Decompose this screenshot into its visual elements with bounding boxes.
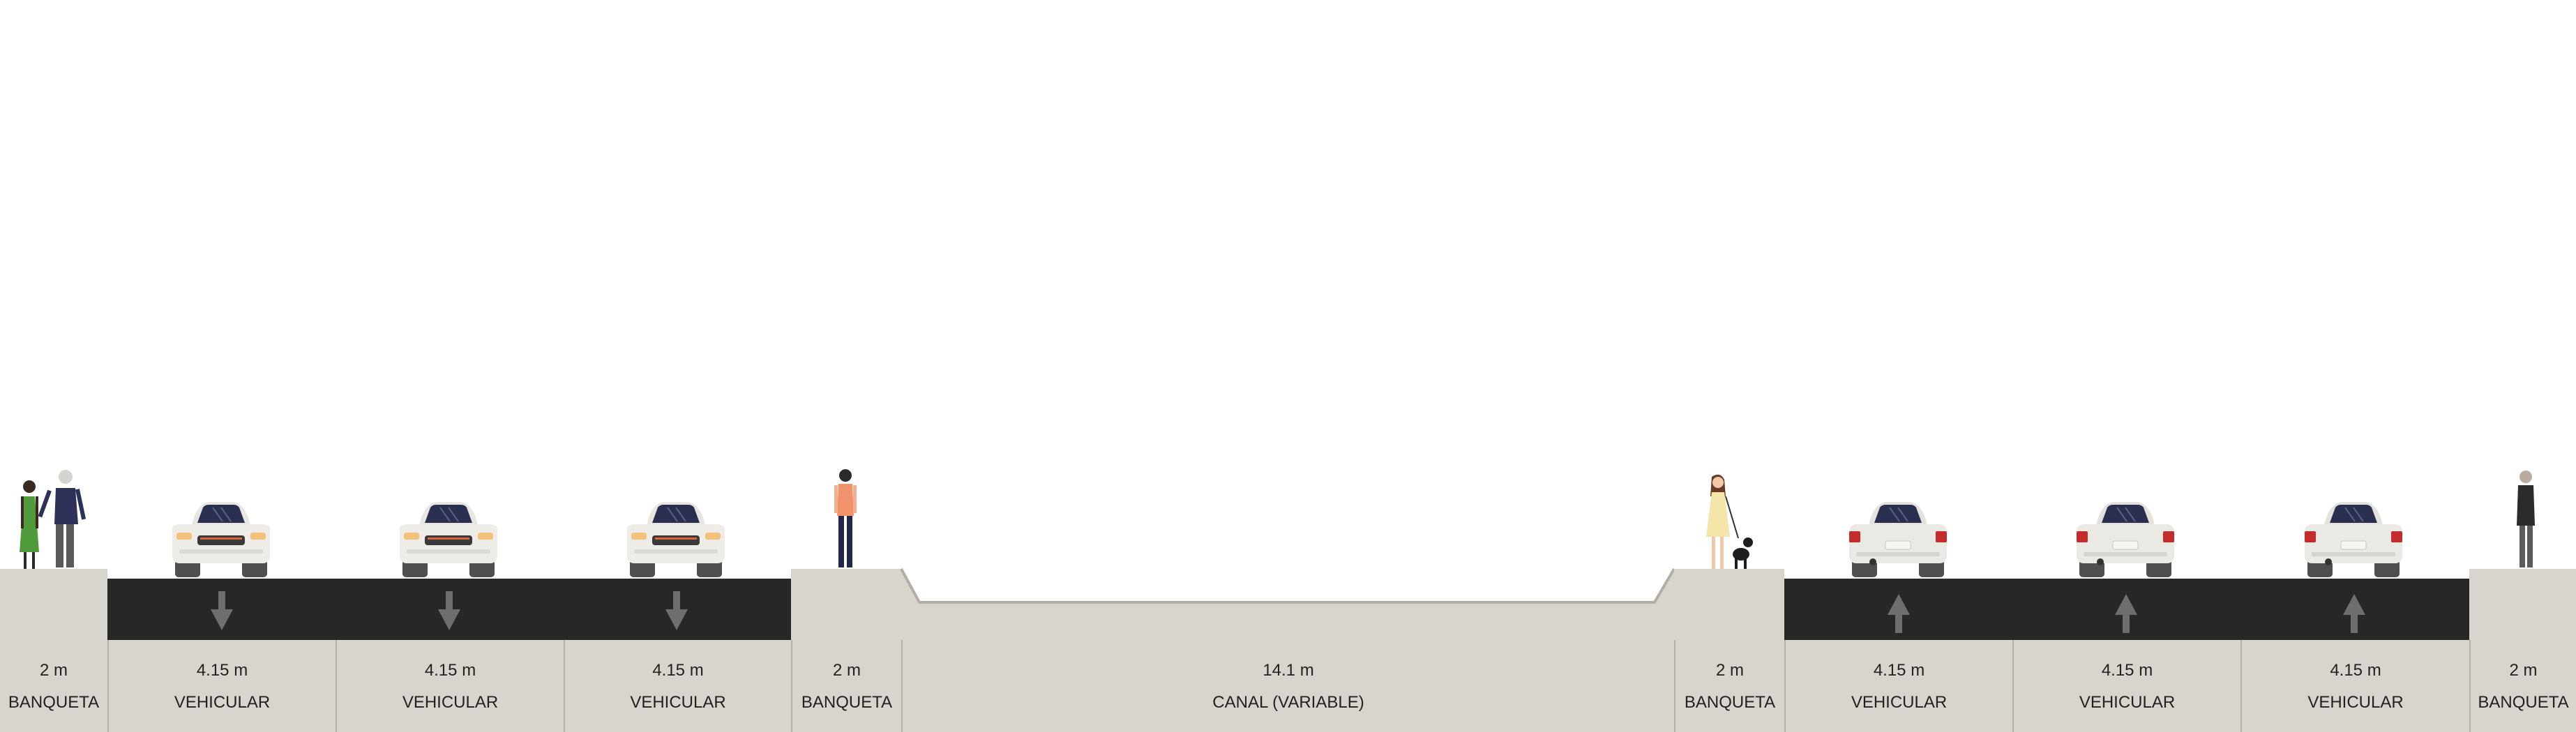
car-front-icon	[399, 501, 498, 578]
canal-surface	[901, 569, 1674, 732]
segment-label-lane-r3: 4.15 m VEHICULAR	[2240, 640, 2469, 732]
segment-name: VEHICULAR	[2079, 693, 2176, 712]
car-rear-icon	[1848, 501, 1948, 578]
pedestrian-dog-walker-icon	[1706, 474, 1739, 569]
segment-width: 14.1 m	[1263, 661, 1314, 680]
segment-name: BANQUETA	[801, 693, 893, 712]
car-front-icon	[626, 501, 725, 578]
pedestrian-elder-icon	[38, 470, 86, 567]
vehicles	[172, 501, 2403, 578]
segment-name: CANAL (VARIABLE)	[1212, 693, 1364, 712]
segment-width: 4.15 m	[652, 661, 704, 680]
pedestrians	[20, 469, 2535, 569]
pedestrian-far-right-icon	[2517, 471, 2535, 567]
sidewalk-median-left-surface	[791, 569, 901, 732]
segment-width: 2 m	[832, 661, 861, 680]
sidewalk-median-right-surface	[1674, 569, 1784, 732]
segment-width: 2 m	[2509, 661, 2538, 680]
segment-label-lane-l3: 4.15 m VEHICULAR	[564, 640, 791, 732]
canal-edge	[900, 567, 1675, 604]
segment-label-canal: 14.1 m CANAL (VARIABLE)	[901, 640, 1674, 732]
segment-width: 4.15 m	[2101, 661, 2153, 680]
segment-width: 2 m	[1715, 661, 1744, 680]
car-rear-icon	[2076, 501, 2175, 578]
segment-name: VEHICULAR	[630, 693, 726, 712]
sidewalk-right-surface	[2469, 569, 2576, 732]
segment-width: 4.15 m	[2330, 661, 2381, 680]
segment-label-sidewalk-median-right: 2 m BANQUETA	[1674, 640, 1784, 732]
segment-width: 4.15 m	[1873, 661, 1925, 680]
segment-width: 4.15 m	[424, 661, 476, 680]
segment-name: BANQUETA	[2478, 693, 2569, 712]
pedestrian-orange-shirt-icon	[834, 469, 857, 567]
segment-label-lane-r1: 4.15 m VEHICULAR	[1784, 640, 2012, 732]
segment-name: VEHICULAR	[2307, 693, 2404, 712]
segment-name: VEHICULAR	[1851, 693, 1948, 712]
pedestrian-green-dress-icon	[20, 480, 39, 569]
car-front-icon	[172, 501, 271, 578]
segment-label-row: 2 m BANQUETA 4.15 m VEHICULAR 4.15 m VEH…	[0, 640, 2576, 732]
segment-width: 4.15 m	[196, 661, 248, 680]
segment-label-sidewalk-median-left: 2 m BANQUETA	[791, 640, 901, 732]
segment-name: BANQUETA	[1684, 693, 1776, 712]
segment-label-lane-l2: 4.15 m VEHICULAR	[336, 640, 564, 732]
segment-name: VEHICULAR	[174, 693, 271, 712]
segment-label-lane-r2: 4.15 m VEHICULAR	[2012, 640, 2240, 732]
dog-icon	[1733, 537, 1753, 569]
segment-label-sidewalk-right: 2 m BANQUETA	[2469, 640, 2576, 732]
segment-label-sidewalk-left: 2 m BANQUETA	[0, 640, 107, 732]
sidewalk-left-surface	[0, 569, 107, 732]
segment-name: BANQUETA	[8, 693, 100, 712]
segment-label-lane-l1: 4.15 m VEHICULAR	[107, 640, 336, 732]
segment-name: VEHICULAR	[402, 693, 499, 712]
segment-width: 2 m	[39, 661, 68, 680]
car-rear-icon	[2304, 501, 2403, 578]
